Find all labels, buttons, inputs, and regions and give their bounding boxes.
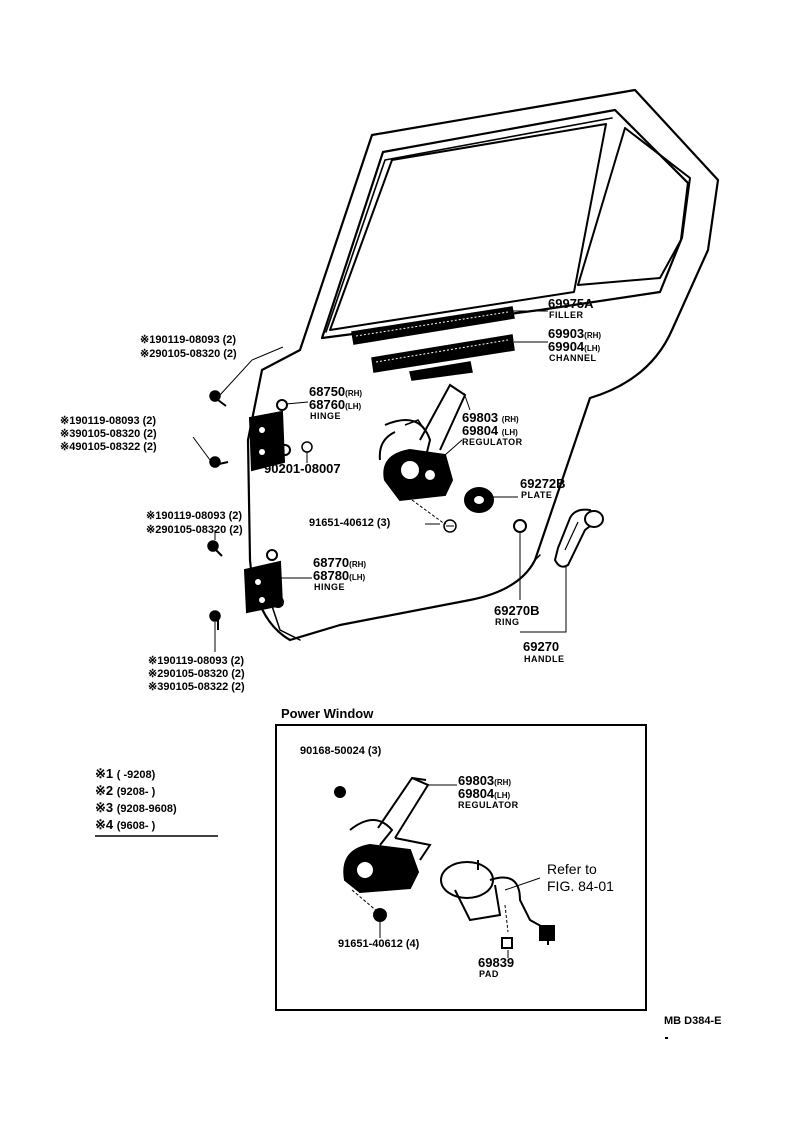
filler-number: 69975A [548, 296, 594, 311]
regulator-caption: REGULATOR [462, 437, 523, 447]
bolt-lower-2: ※290105-08320 (2) [146, 524, 243, 536]
filler-caption: FILLER [549, 310, 584, 320]
rivet-number: 91651-40612 (3) [309, 517, 391, 529]
pw-regulator-rh: 69803(RH) [458, 773, 512, 788]
plate-caption: PLATE [521, 490, 553, 500]
channel-rh-number: 69903(RH) [548, 326, 602, 341]
pw-rivet-number: 91651-40612 (4) [338, 938, 420, 950]
filler-strip [351, 306, 515, 345]
ring-number: 69270B [494, 603, 540, 618]
power-window-box [275, 724, 647, 1011]
window-glass [329, 123, 607, 331]
regulator-lh: 69804 (LH) [462, 423, 518, 438]
bolt-bottom-3: ※390105-08322 (2) [148, 681, 245, 693]
pad-caption: PAD [479, 969, 499, 979]
plate-number: 69272B [520, 476, 566, 491]
upper-hinge-caption: HINGE [310, 411, 342, 421]
refer-line-1: Refer to [547, 861, 597, 877]
pw-leaders [339, 784, 541, 958]
legend-row-1: ※1 ( -9208) [95, 766, 156, 781]
bolt-mid-2: ※390105-08320 (2) [60, 428, 157, 440]
pw-regulator-lh: 69804(LH) [458, 786, 511, 801]
bolt-bottom-2: ※290105-08320 (2) [148, 668, 245, 680]
figure-code: MB D384-E [664, 1015, 722, 1027]
quarter-glass [577, 127, 691, 286]
channel-strip [371, 334, 515, 381]
pw-screw-number: 90168-50024 (3) [300, 745, 382, 757]
channel-caption: CHANNEL [549, 353, 597, 363]
ring-caption: RING [495, 617, 520, 627]
window-frame [320, 108, 690, 340]
bolt-mid-3: ※490105-08322 (2) [60, 441, 157, 453]
handle-number: 69270 [523, 639, 560, 654]
manual-regulator [378, 383, 467, 502]
leader-lines [192, 310, 567, 652]
bolt-top-1: ※190119-08093 (2) [140, 334, 237, 346]
lower-hinge-lh: 68780(LH) [313, 568, 366, 583]
bolt-top-2: ※290105-08320 (2) [140, 348, 237, 360]
plate-ring-handle [464, 487, 604, 568]
regulator-rh: 69803 (RH) [462, 410, 519, 425]
pw-regulator-caption: REGULATOR [458, 800, 519, 810]
lower-hinge [243, 549, 284, 614]
legend-row-2: ※2 (9208- ) [95, 783, 156, 798]
upper-hinge-lh: 68760(LH) [309, 397, 362, 412]
bolt-lower-1: ※190119-08093 (2) [146, 510, 243, 522]
bolt-upper-number: 90201-08007 [264, 461, 341, 476]
legend-row-3: ※3 (9208-9608) [95, 800, 177, 815]
pw-regulator [334, 776, 432, 922]
channel-lh-number: 69904(LH) [548, 339, 601, 354]
bolts [207, 390, 457, 630]
bolt-mid-1: ※190119-08093 (2) [60, 415, 157, 427]
handle-caption: HANDLE [524, 654, 565, 664]
upper-hinge-rh: 68750(RH) [309, 384, 363, 399]
upper-hinge [248, 399, 291, 472]
lower-hinge-rh: 68770(RH) [313, 555, 367, 570]
refer-line-2: FIG. 84-01 [547, 878, 614, 894]
pw-motor [440, 860, 555, 949]
lower-hinge-caption: HINGE [314, 582, 346, 592]
power-window-title: Power Window [281, 706, 374, 721]
legend-row-4: ※4 (9608- ) [95, 817, 156, 832]
bolt-bottom-1: ※190119-08093 (2) [148, 655, 245, 667]
pad-number: 69839 [478, 955, 515, 970]
